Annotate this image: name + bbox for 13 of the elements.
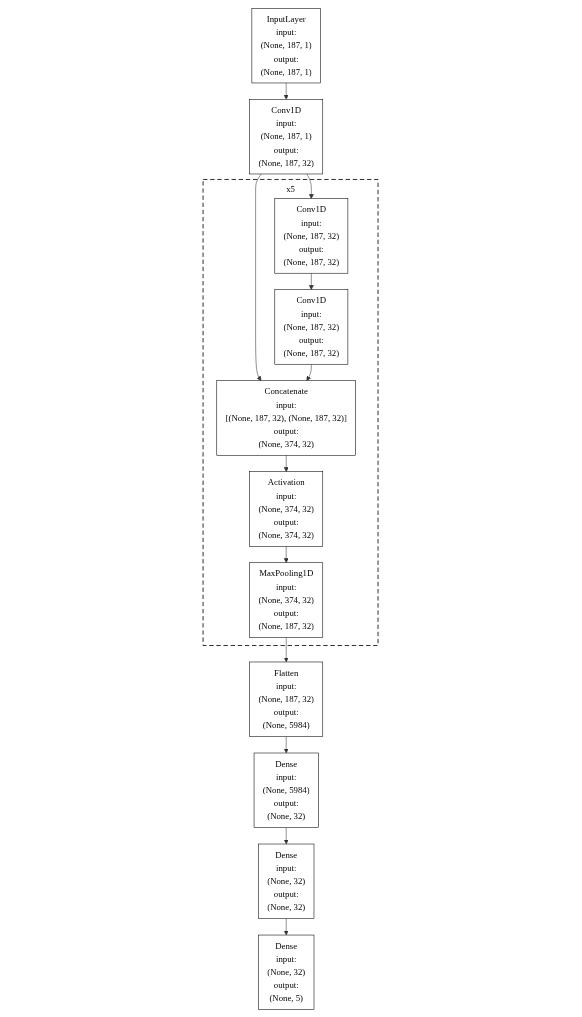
node-box: Flatten input: (None, 187, 32) output: (None, 5984) [249, 661, 324, 737]
node-box: Conv1D input: (None, 187, 32) output: (None, 187, 32) [274, 288, 349, 364]
node-box: Dense input: (None, 32) output: (None, 32) [258, 843, 315, 919]
node-box: MaxPooling1D input: (None, 374, 32) output: (None, 187, 32) [249, 561, 324, 638]
node-box: InputLayer input: (None, 187, 1) output: (None, 187, 1) [252, 7, 322, 83]
node-box: Conv1D input: (None, 187, 32) output: (None, 187, 32) [274, 197, 349, 273]
node-box: Concatenate input: [(None, 187, 32), (None, 187, 32)] output: (None, 374, 32) [216, 379, 357, 456]
node-label: x5 [286, 183, 296, 194]
node-box: Activation input: (None, 374, 32) output: (None, 374, 32) [249, 470, 324, 547]
cluster [203, 178, 379, 646]
node-box: Dense input: (None, 32) output: (None, 5) [258, 934, 315, 1010]
node-box: Dense input: (None, 5984) output: (None, 32) [254, 752, 320, 828]
node-box: Conv1D input: (None, 187, 1) output: (None, 187, 32) [249, 98, 324, 174]
